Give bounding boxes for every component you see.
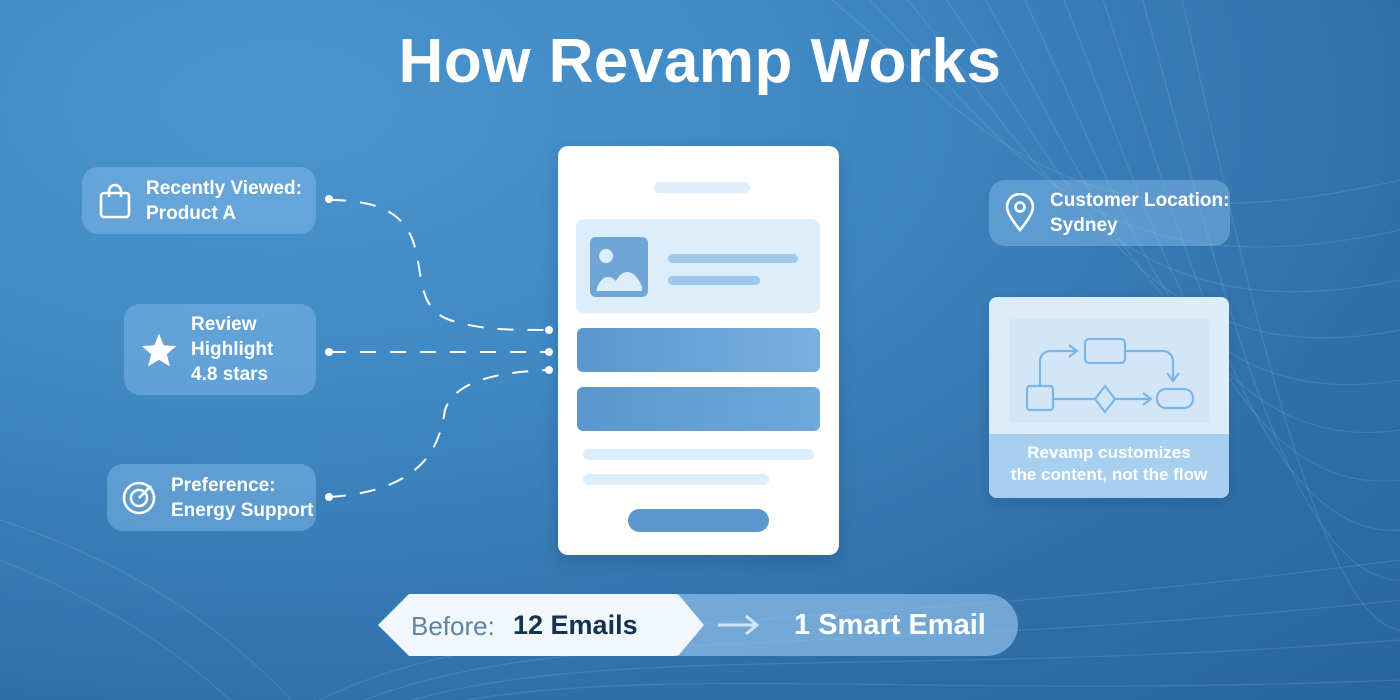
recently-viewed-text: Recently Viewed: Product A bbox=[146, 176, 302, 226]
cta-button-placeholder bbox=[628, 509, 769, 532]
email-preview-mockup bbox=[558, 146, 839, 555]
recently-viewed-label: Recently Viewed: bbox=[146, 177, 302, 199]
recently-viewed-value: Product A bbox=[146, 202, 237, 224]
email-header-placeholder bbox=[654, 182, 750, 193]
flow-card: Revamp customizes the content, not the f… bbox=[989, 297, 1229, 498]
review-line3: 4.8 stars bbox=[191, 364, 269, 385]
text-line-placeholder bbox=[583, 474, 769, 485]
product-text-line bbox=[668, 254, 798, 263]
content-block bbox=[577, 387, 820, 431]
star-icon bbox=[141, 333, 177, 366]
after-value: 1 Smart Email bbox=[794, 609, 986, 641]
flowchart-icon bbox=[1025, 337, 1195, 414]
connector-recently-viewed bbox=[329, 199, 549, 331]
preference-pill: Preference: Energy Support bbox=[107, 464, 316, 531]
content-block bbox=[577, 328, 820, 372]
shopping-bag-icon bbox=[99, 183, 131, 218]
connector-dot bbox=[545, 348, 553, 356]
product-text-line bbox=[668, 276, 760, 285]
customer-location-value: Sydney bbox=[1050, 215, 1118, 236]
connector-dot bbox=[545, 366, 553, 374]
flow-card-caption-line1: Revamp customizes bbox=[1027, 443, 1191, 462]
customer-location-pill: Customer Location: Sydney bbox=[989, 180, 1230, 246]
product-card-block bbox=[576, 219, 820, 313]
review-text: Review Highlight 4.8 stars bbox=[191, 312, 273, 387]
before-segment bbox=[378, 594, 704, 656]
preference-label: Preference: bbox=[171, 474, 276, 496]
flow-card-caption-line2: the content, not the flow bbox=[1010, 465, 1208, 484]
recently-viewed-pill: Recently Viewed: Product A bbox=[82, 167, 316, 234]
flow-card-caption: Revamp customizes the content, not the f… bbox=[989, 434, 1229, 498]
before-after-comparison: Before: 12 Emails 1 Smart Email bbox=[378, 594, 1018, 656]
text-line-placeholder bbox=[583, 449, 814, 460]
review-highlight-pill: Review Highlight 4.8 stars bbox=[124, 304, 316, 395]
page-title: How Revamp Works bbox=[398, 27, 1002, 96]
image-icon bbox=[590, 237, 648, 297]
customer-location-text: Customer Location: Sydney bbox=[1050, 188, 1229, 238]
connector-preference bbox=[329, 369, 549, 498]
connector-dot bbox=[325, 348, 333, 356]
before-value: 12 Emails bbox=[513, 610, 638, 640]
arrow-right-icon bbox=[718, 614, 760, 636]
location-pin-icon bbox=[1005, 193, 1035, 232]
preference-value: Energy Support bbox=[171, 499, 314, 521]
target-icon bbox=[122, 481, 156, 514]
flow-diagram-panel bbox=[1009, 319, 1209, 423]
before-label: Before: bbox=[411, 611, 495, 641]
customer-location-label: Customer Location: bbox=[1050, 190, 1230, 211]
connector-dot bbox=[545, 326, 553, 334]
connector-dot bbox=[325, 195, 333, 203]
review-line1: Review bbox=[191, 314, 257, 335]
preference-text: Preference: Energy Support bbox=[171, 473, 314, 523]
connector-dot bbox=[325, 493, 333, 501]
review-line2: Highlight bbox=[191, 339, 274, 360]
